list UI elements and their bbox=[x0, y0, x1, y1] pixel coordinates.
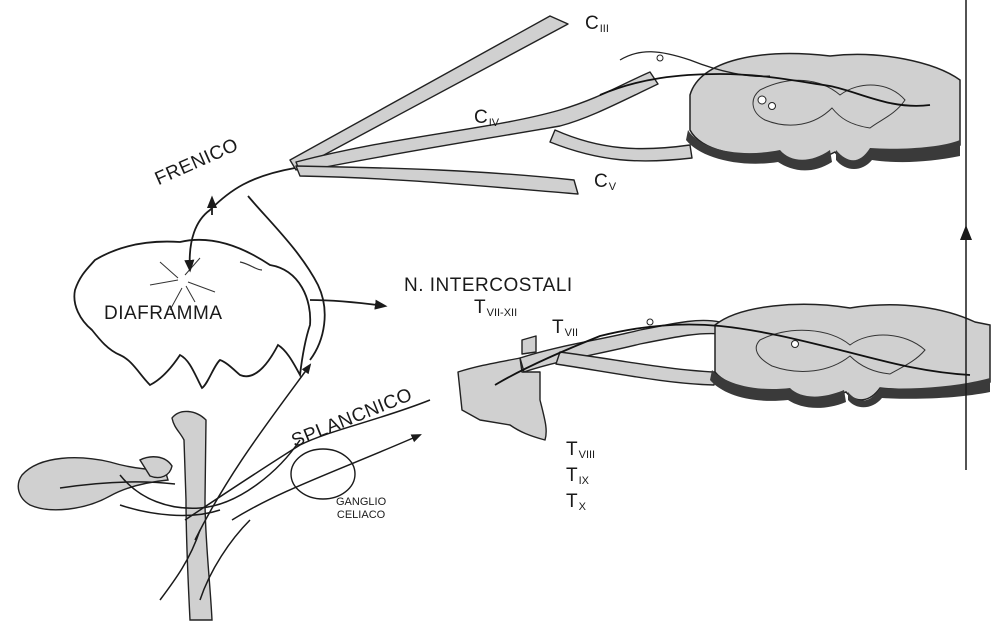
ganglio-celiaco-circle bbox=[291, 449, 355, 499]
splanchnic-arrow bbox=[232, 435, 420, 520]
cervical-nerve-roots bbox=[290, 16, 692, 194]
root-c5 bbox=[296, 166, 578, 194]
label-tix: TIX bbox=[566, 466, 589, 485]
label-intercostali: N. INTERCOSTALI bbox=[404, 276, 573, 295]
cervical-ventral-branch bbox=[550, 130, 692, 161]
label-celiaco: CELIACO bbox=[336, 509, 386, 522]
label-diaframma: DIAFRAMMA bbox=[104, 304, 223, 323]
label-tviii: TVIII bbox=[566, 440, 595, 459]
label-tvii: TVII bbox=[552, 318, 578, 337]
label-c3: CIII bbox=[585, 14, 609, 33]
label-c4: CIV bbox=[474, 108, 499, 127]
label-tvii-xii: TVII-XII bbox=[474, 298, 517, 317]
intercostal-arrow bbox=[310, 300, 385, 306]
label-c5: CV bbox=[594, 172, 616, 191]
label-ganglio: GANGLIO bbox=[336, 496, 386, 509]
thoracic-chain bbox=[458, 320, 722, 440]
ascending-axis bbox=[960, 0, 972, 470]
label-tx: TX bbox=[566, 492, 586, 511]
label-ganglio-celiaco: GANGLIO CELIACO bbox=[336, 496, 386, 522]
